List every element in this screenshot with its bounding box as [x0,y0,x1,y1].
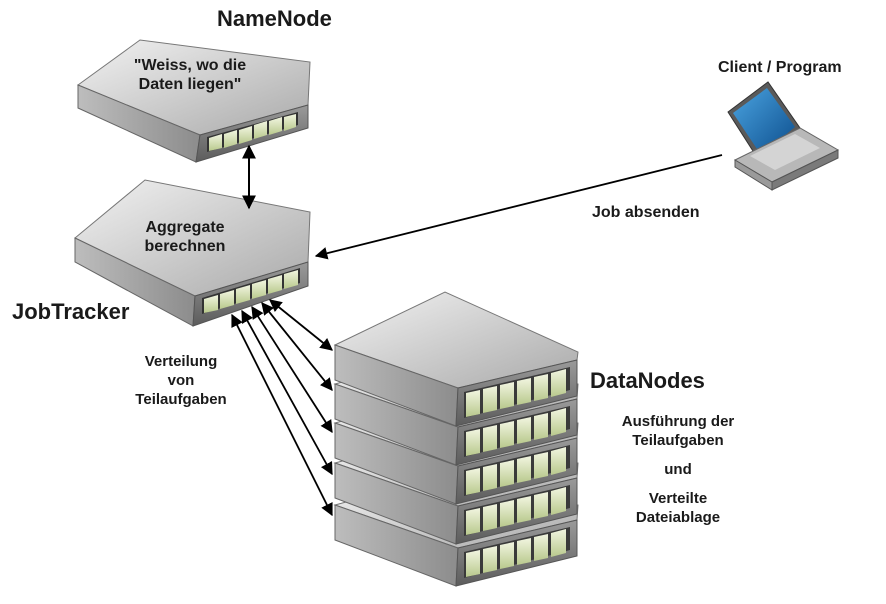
jobtracker-description-line2: berechnen [144,238,226,255]
datanodes-description-line1: Ausführung der [621,413,735,430]
namenode-server [76,39,311,163]
job-submit-label: Job absenden [592,204,700,221]
datanodes-description-line5: Dateiablage [635,509,721,526]
jobtracker-title: JobTracker [12,299,130,324]
jobtracker-description: Aggregate berechnen [120,218,250,256]
distribution-label-line3: Teilaufgaben [135,391,227,408]
datanodes-description-line2: Teilaufgaben [632,432,724,449]
jobtracker-drive-bays [202,268,300,314]
namenode-description-line2: Daten liegen" [138,76,242,93]
datanodes-title: DataNodes [590,368,705,393]
distribution-label: Verteilung von Teilaufgaben [118,352,244,409]
client-title: Client / Program [718,59,842,76]
distribution-label-line1: Verteilung [144,353,218,370]
jobtracker-description-line1: Aggregate [145,219,225,236]
namenode-description-line1: "Weiss, wo die [133,57,247,74]
arrow-jobtracker-datanode-3 [251,305,333,434]
arrow-jobtracker-datanode-5 [231,313,333,517]
distribution-label-line2: von [167,372,195,389]
datanodes-stack [333,291,579,587]
datanodes-description-line4: Verteilte [648,490,708,507]
namenode-description: "Weiss, wo die Daten liegen" [112,56,268,94]
datanodes-description-line3: und [664,461,692,478]
arrows [231,144,723,517]
datanode-unit-top [333,291,579,427]
arrow-client-to-jobtracker [314,154,723,260]
datanodes-description: Ausführung der Teilaufgaben und Verteilt… [598,412,758,527]
laptop-icon [727,81,840,191]
namenode-title: NameNode [217,6,332,31]
namenode-drive-bays [207,112,298,152]
